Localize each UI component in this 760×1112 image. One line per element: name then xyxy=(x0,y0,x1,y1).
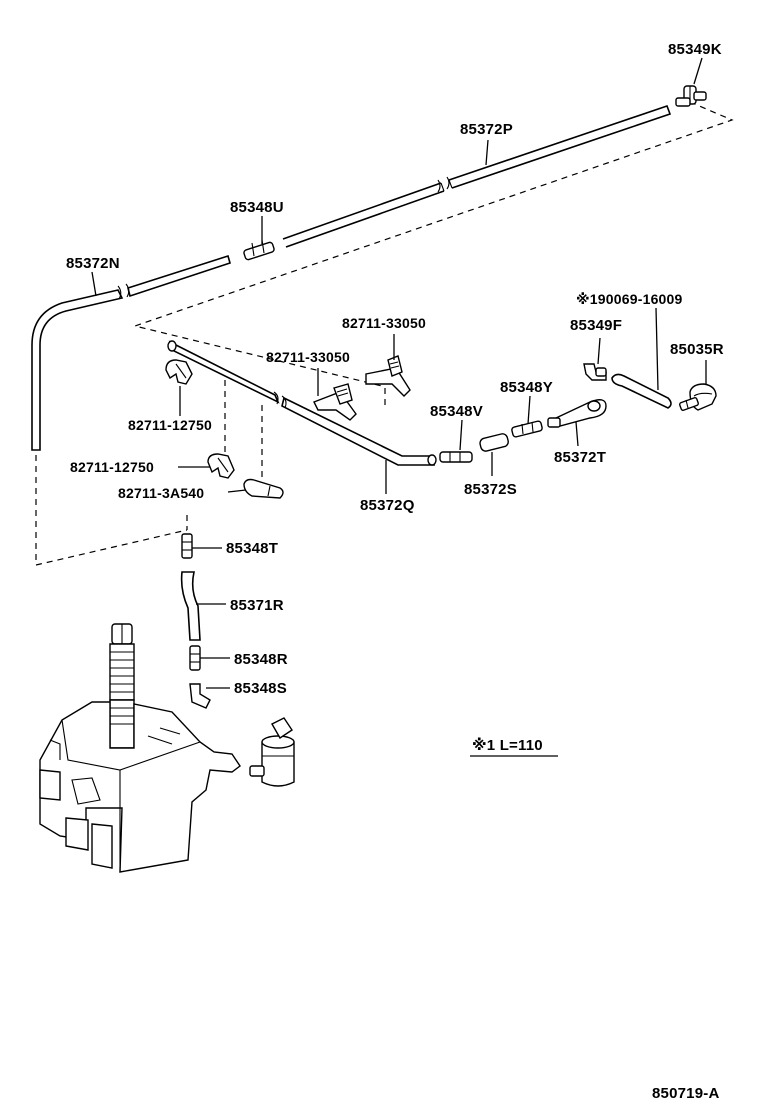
label-85035r: 85035R xyxy=(670,341,724,358)
label-85348u: 85348U xyxy=(230,199,284,216)
label-82711-33050-left: 82711-33050 xyxy=(266,349,350,365)
elbow-joint-85349f xyxy=(583,363,607,381)
washer-nozzle-85035r xyxy=(679,383,717,411)
joint-85348y xyxy=(511,420,543,438)
joint-85348v xyxy=(439,451,473,463)
hose-85372s xyxy=(479,433,509,452)
label-190069-16009: ※190069-16009 xyxy=(576,291,683,307)
label-85348s: 85348S xyxy=(234,680,287,697)
length-note: ※1 L=110 xyxy=(470,736,558,757)
label-85372n: 85372N xyxy=(66,255,120,272)
label-82711-3a540: 82711-3A540 xyxy=(118,485,204,501)
reference-dashed-lines xyxy=(35,101,734,566)
hose-85371r xyxy=(180,571,201,641)
label-85372t: 85372T xyxy=(554,449,606,466)
label-85348y: 85348Y xyxy=(500,379,553,396)
clamp-82711-33050-right xyxy=(365,355,411,397)
label-85348v: 85348V xyxy=(430,403,483,420)
label-82711-33050-right: 82711-33050 xyxy=(342,315,426,331)
label-82711-12750-upper: 82711-12750 xyxy=(128,417,212,433)
clip-82711-12750-upper xyxy=(165,359,193,385)
label-82711-12750-lower: 82711-12750 xyxy=(70,459,154,475)
label-85372s: 85372S xyxy=(464,481,517,498)
retainer-82711-3a540 xyxy=(243,478,284,499)
label-85371r: 85371R xyxy=(230,597,284,614)
elbow-85348s xyxy=(189,683,211,709)
joint-85348t xyxy=(181,533,193,559)
leader-lines xyxy=(91,57,707,689)
hose-190069-16009 xyxy=(611,373,672,409)
label-85348t: 85348T xyxy=(226,540,278,557)
label-85372q: 85372Q xyxy=(360,497,415,514)
label-85349f: 85349F xyxy=(570,317,622,334)
figure-code: 850719-A xyxy=(652,1085,719,1102)
label-85372p: 85372P xyxy=(460,121,513,138)
joint-85348u xyxy=(243,239,275,261)
tee-joint-85349k xyxy=(675,85,707,107)
clamp-82711-33050-left xyxy=(313,383,357,421)
elbow-85372t xyxy=(547,399,607,428)
hose-85372n xyxy=(31,254,231,451)
label-85348r: 85348R xyxy=(234,651,288,668)
note-text: ※1 L=110 xyxy=(472,736,543,754)
hose-85372p xyxy=(282,104,672,248)
clip-82711-12750-lower xyxy=(207,453,235,479)
washer-tank xyxy=(39,623,295,873)
label-85349k: 85349K xyxy=(668,41,722,58)
joint-85348r xyxy=(189,645,201,671)
part-labels: 85349K 85372P 85348U 85372N ※190069-1600… xyxy=(66,41,724,697)
hose-85372q xyxy=(167,340,437,466)
